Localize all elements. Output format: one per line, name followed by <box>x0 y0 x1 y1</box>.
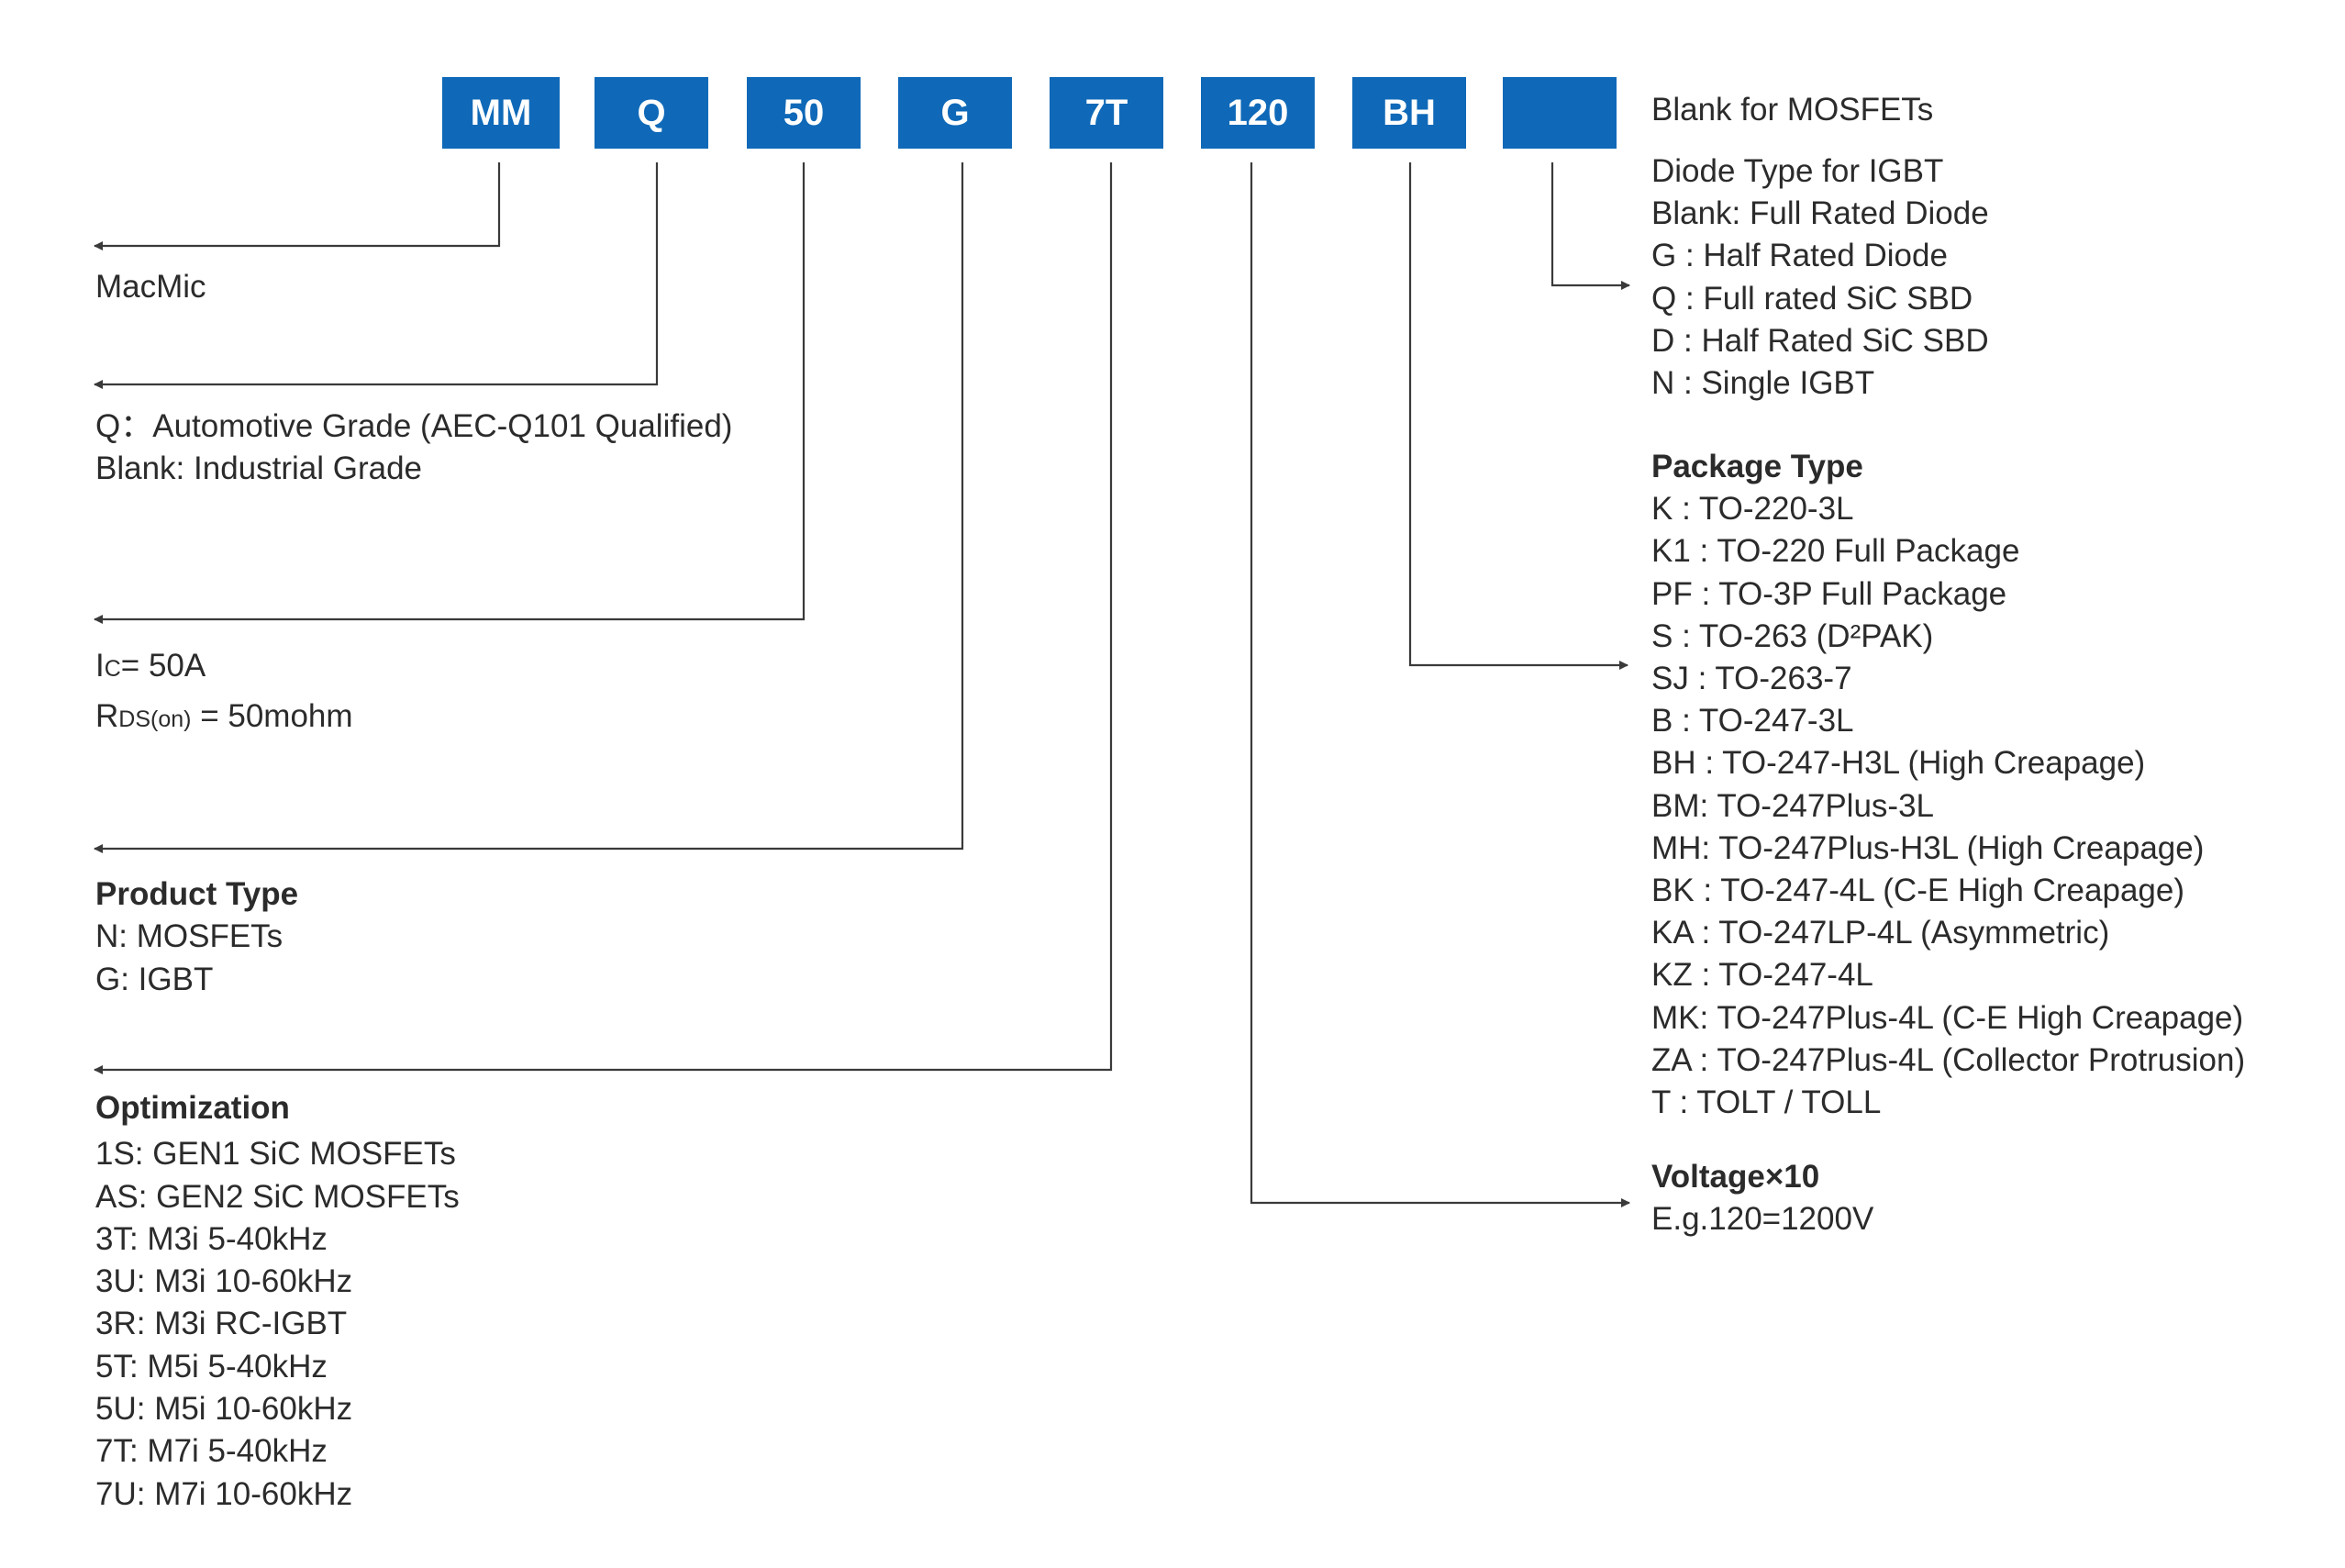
package-item: BH : TO-247-H3L (High Creapage) <box>1651 745 2146 782</box>
connector-bh <box>1408 162 1628 670</box>
optimization-item: 3R: M3i RC-IGBT <box>95 1306 348 1342</box>
product-type-title: Product Type <box>95 876 299 912</box>
package-item: B : TO-247-3L <box>1651 703 1854 740</box>
macmic-label: MacMic <box>95 269 206 305</box>
connector-mm <box>94 162 501 250</box>
blank-mosfet-block: Blank for MOSFETs <box>1651 89 1933 131</box>
current-block: IC= 50A RDS(on) = 50mohm <box>95 642 353 743</box>
connector-120 <box>1250 162 1630 1207</box>
rds-line: RDS(on) = 50mohm <box>95 693 353 743</box>
diode-item: D : Half Rated SiC SBD <box>1651 322 1989 359</box>
code-box-bh: BH <box>1352 77 1466 149</box>
package-item: PF : TO-3P Full Package <box>1651 575 2007 612</box>
connector-50 <box>94 162 806 624</box>
optimization-item: 3T: M3i 5-40kHz <box>95 1220 328 1257</box>
rds-value: = 50mohm <box>191 698 353 734</box>
package-item: MH: TO-247Plus-H3L (High Creapage) <box>1651 829 2205 866</box>
ic-value: = 50A <box>120 648 206 684</box>
optimization-title: Optimization <box>95 1090 290 1126</box>
code-box-mm: MM <box>442 77 560 149</box>
grade-industrial: Blank: Industrial Grade <box>95 450 423 487</box>
code-box-7t: 7T <box>1050 77 1163 149</box>
ic-subscript: C <box>104 656 121 682</box>
blank-mosfet-label: Blank for MOSFETs <box>1651 92 1934 128</box>
code-box-g: G <box>898 77 1012 149</box>
package-item: MK: TO-247Plus-4L (C-E High Creapage) <box>1651 999 2244 1036</box>
rds-subscript: DS(on) <box>118 706 192 732</box>
connector-7t <box>94 162 1113 1074</box>
connector-q <box>94 162 659 389</box>
diode-block: Diode Type for IGBT Blank: Full Rated Di… <box>1651 150 1989 405</box>
connector-diode <box>1550 162 1630 290</box>
package-item: SJ : TO-263-7 <box>1651 661 1852 697</box>
package-item: BK : TO-247-4L (C-E High Creapage) <box>1651 873 2185 909</box>
diode-item: Q : Full rated SiC SBD <box>1651 280 1973 317</box>
voltage-title: Voltage×10 <box>1651 1159 1820 1195</box>
product-type-block: Product Type N: MOSFETs G: IGBT <box>95 873 298 1001</box>
ic-line: IC= 50A <box>95 642 353 693</box>
diode-item: N : Single IGBT <box>1651 365 1875 402</box>
package-type-title: Package Type <box>1651 449 1863 484</box>
diode-item: G : Half Rated Diode <box>1651 238 1948 274</box>
package-item: S : TO-263 (D²PAK) <box>1651 617 1934 654</box>
code-box-q: Q <box>595 77 708 149</box>
package-item: K : TO-220-3L <box>1651 491 1854 528</box>
grade-block: Q：Automotive Grade (AEC-Q101 Qualified) … <box>95 406 732 491</box>
ic-symbol: I <box>95 648 105 684</box>
optimization-item: 7T: M7i 5-40kHz <box>95 1433 328 1470</box>
optimization-item: AS: GEN2 SiC MOSFETs <box>95 1178 460 1215</box>
optimization-item: 5T: M5i 5-40kHz <box>95 1348 328 1385</box>
package-item: ZA : TO-247Plus-4L (Collector Protrusion… <box>1651 1041 2246 1078</box>
product-type-mosfet: N: MOSFETs <box>95 918 283 955</box>
package-item: KA : TO-247LP-4L (Asymmetric) <box>1651 915 2110 951</box>
product-type-igbt: G: IGBT <box>95 961 214 997</box>
package-item: K1 : TO-220 Full Package <box>1651 533 2020 570</box>
package-item: T : TOLT / TOLL <box>1651 1084 1882 1121</box>
grade-automotive: Q：Automotive Grade (AEC-Q101 Qualified) <box>95 408 733 444</box>
optimization-item: 3U: M3i 10-60kHz <box>95 1263 353 1300</box>
diode-title: Diode Type for IGBT <box>1651 153 1944 189</box>
voltage-block: Voltage×10 E.g.120=1200V <box>1651 1156 1873 1240</box>
code-box-120: 120 <box>1201 77 1315 149</box>
optimization-item: 7U: M7i 10-60kHz <box>95 1475 353 1512</box>
package-item: BM: TO-247Plus-3L <box>1651 787 1935 824</box>
code-box-diode <box>1503 77 1617 149</box>
package-item: KZ : TO-247-4L <box>1651 957 1873 994</box>
macmic-block: MacMic <box>95 266 206 308</box>
optimization-block: Optimization 1S: GEN1 SiC MOSFETs AS: GE… <box>95 1087 460 1516</box>
code-box-50: 50 <box>747 77 861 149</box>
package-type-block: Package Type K : TO-220-3L K1 : TO-220 F… <box>1651 446 2245 1124</box>
connector-g <box>94 162 964 853</box>
rds-symbol: R <box>95 698 119 734</box>
optimization-item: 1S: GEN1 SiC MOSFETs <box>95 1136 456 1173</box>
optimization-item: 5U: M5i 10-60kHz <box>95 1391 353 1428</box>
diode-item: Blank: Full Rated Diode <box>1651 195 1989 232</box>
voltage-example: E.g.120=1200V <box>1651 1201 1874 1238</box>
